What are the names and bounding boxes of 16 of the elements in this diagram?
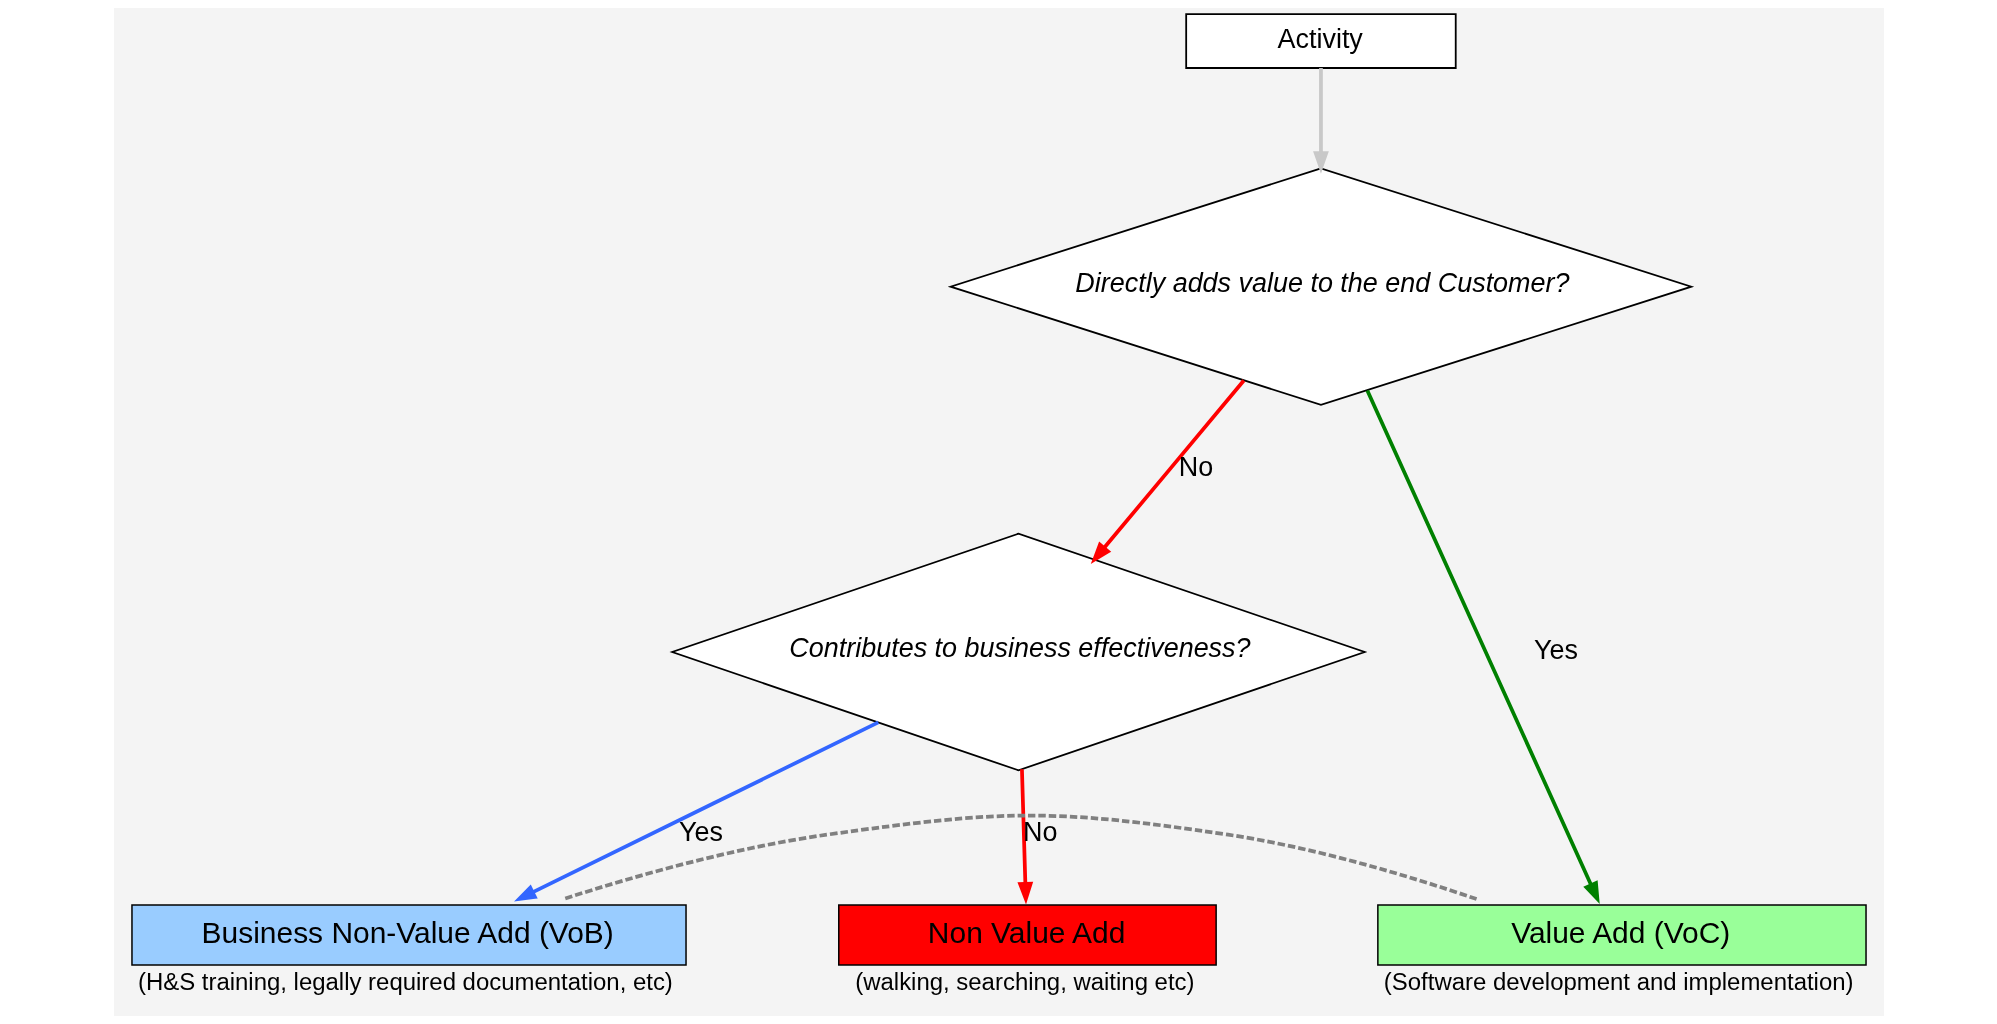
arrow [1312,68,1329,174]
edge-label: Yes [678,817,723,848]
edge-label: Yes [1533,634,1578,665]
node-box: Activity [1184,13,1457,69]
arrow [513,720,879,902]
edge-label: No [1022,817,1057,848]
node-diamond: Directly adds value to the end Customer? [947,167,1694,406]
edge-label: No [1178,451,1213,482]
connector [562,813,1477,901]
node-diamond: Contributes to business effectiveness? [668,532,1367,772]
node-label: (Software development and implementation) [1383,968,1854,996]
node-label: (H&S training, legally required documentation, etc) [137,968,673,996]
arrow [1365,389,1600,904]
arrow [1016,769,1033,905]
node-label: (walking, searching, waiting etc) [854,968,1195,996]
arrow [1090,379,1245,564]
